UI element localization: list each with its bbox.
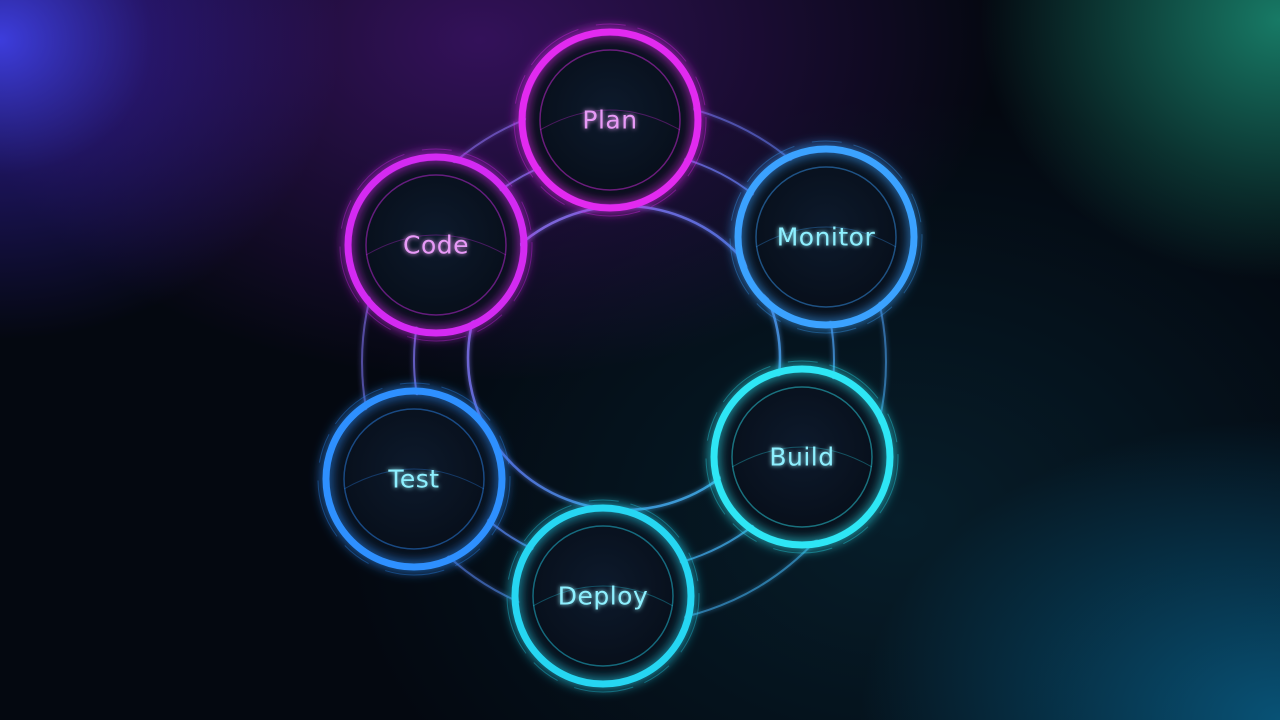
node-halo [729, 140, 923, 334]
node-inner-ring [343, 408, 485, 550]
node-fill [352, 161, 520, 329]
node-label-plan: Plan [582, 106, 637, 135]
node-arc-detail [539, 109, 681, 131]
node-inner-ring [731, 386, 873, 528]
node-fill [718, 373, 886, 541]
node-halo [339, 148, 533, 342]
node-fill [330, 395, 498, 563]
node-test[interactable]: Test [317, 382, 511, 576]
node-halo [513, 23, 707, 217]
node-plan[interactable]: Plan [513, 23, 707, 217]
node-label-build: Build [769, 443, 834, 472]
node-arc-detail [532, 585, 674, 607]
node-inner-ring [365, 174, 507, 316]
node-arc-detail [365, 234, 507, 256]
node-label-test: Test [387, 465, 439, 494]
node-halo [317, 382, 511, 576]
node-halo [705, 360, 899, 554]
node-deploy[interactable]: Deploy [506, 499, 700, 693]
node-label-code: Code [403, 231, 469, 260]
node-ring [710, 365, 894, 549]
node-arc-detail [343, 468, 485, 490]
node-inner-ring [755, 166, 897, 308]
node-fill [742, 153, 910, 321]
node-ring [344, 153, 528, 337]
node-inner-ring [532, 525, 674, 667]
node-label-monitor: Monitor [777, 223, 876, 252]
node-monitor[interactable]: Monitor [729, 140, 923, 334]
node-fill [526, 36, 694, 204]
node-halo [506, 499, 700, 693]
node-ring [511, 504, 695, 688]
node-arc-detail [755, 226, 897, 248]
node-ring [734, 145, 918, 329]
node-inner-ring [539, 49, 681, 191]
node-fill [519, 512, 687, 680]
node-code[interactable]: Code [339, 148, 533, 342]
node-build[interactable]: Build [705, 360, 899, 554]
node-label-deploy: Deploy [558, 582, 649, 611]
node-arc-detail [731, 446, 873, 468]
node-ring [322, 387, 506, 571]
node-ring [518, 28, 702, 212]
